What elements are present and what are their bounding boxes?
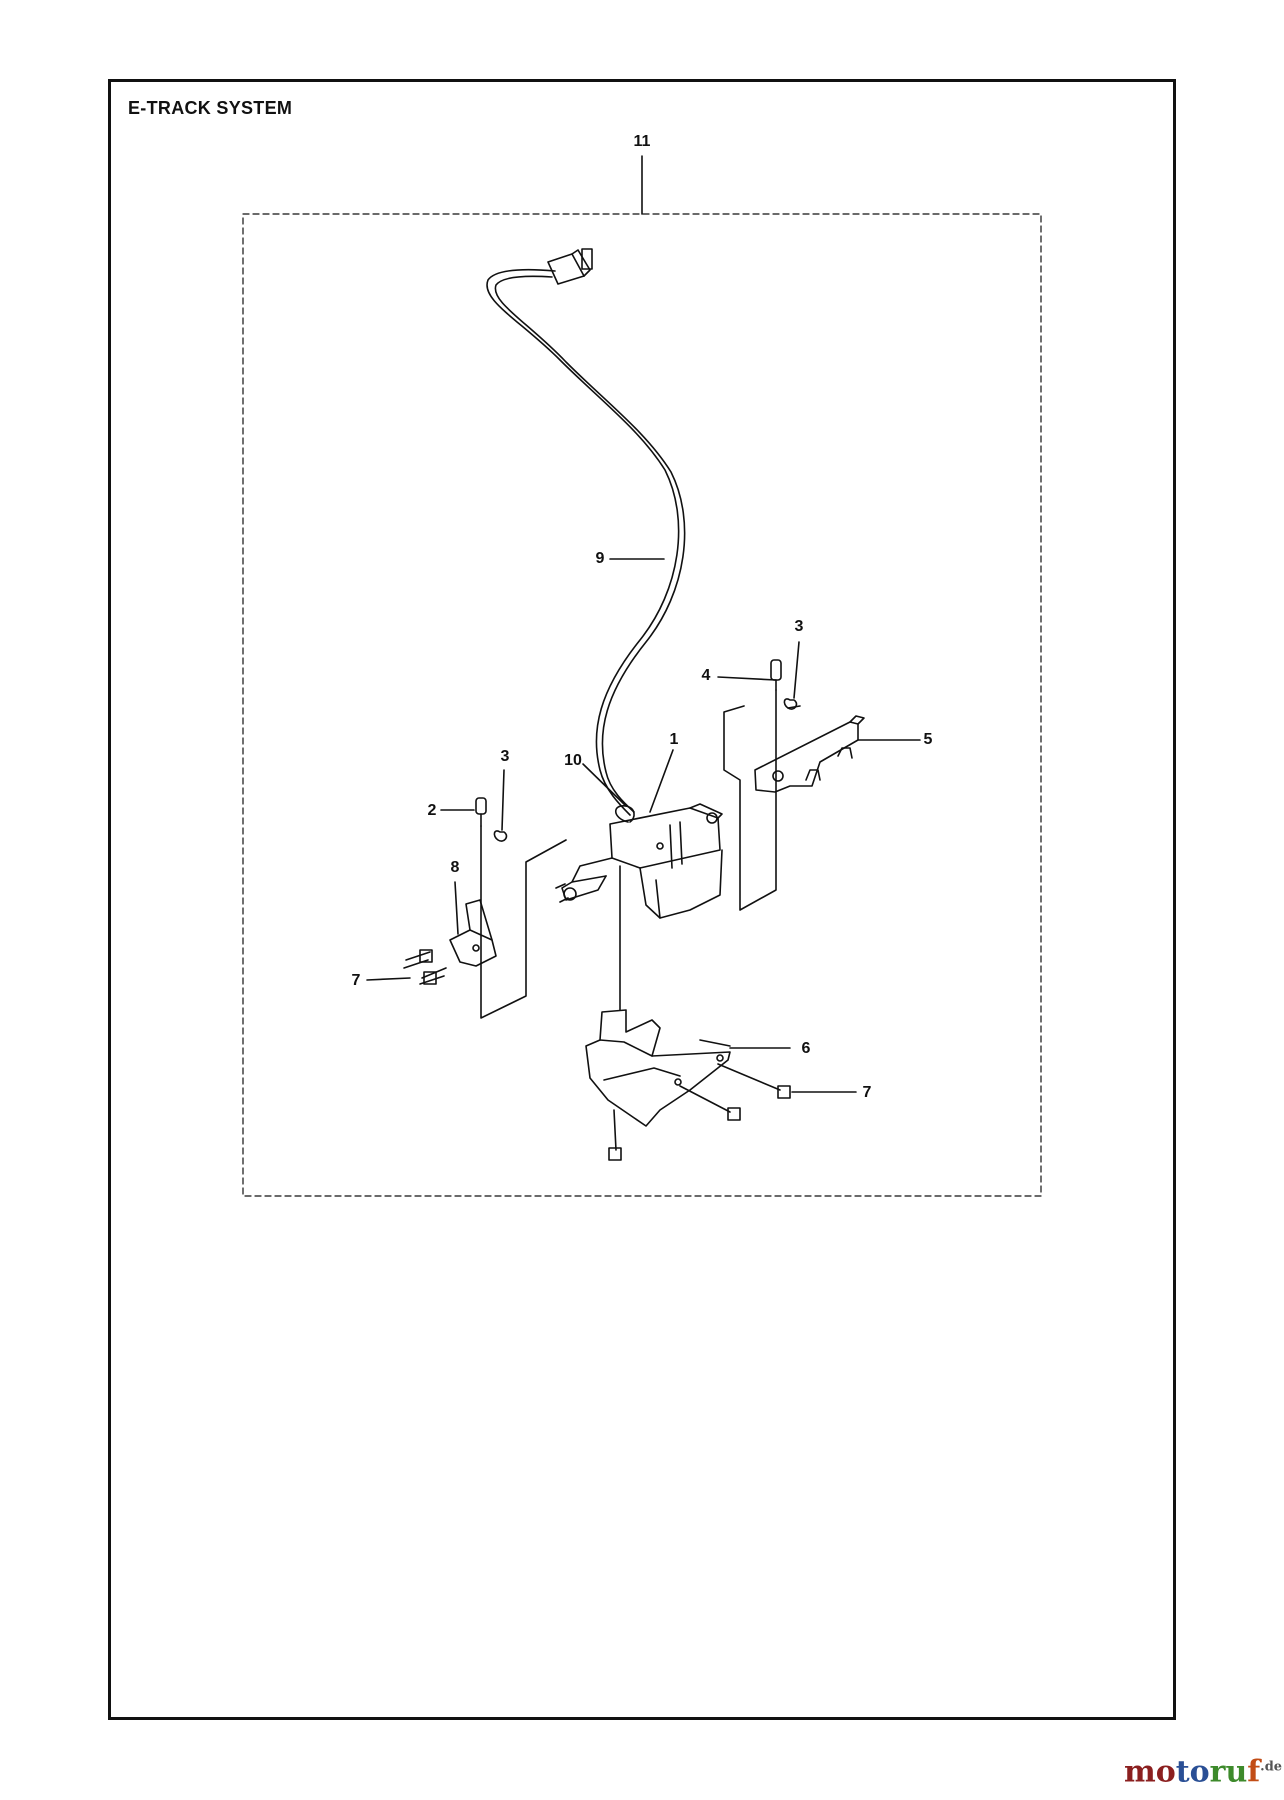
brand-part-2: to — [1175, 1754, 1210, 1790]
brand-part-4: f — [1247, 1754, 1261, 1790]
linear-actuator — [555, 803, 723, 919]
leader-7-left — [366, 977, 411, 981]
leader-10 — [582, 763, 627, 807]
brand-part-3: ru — [1209, 1754, 1248, 1790]
leader-3-right — [793, 641, 800, 699]
leader-4 — [717, 676, 777, 681]
callout-2: 2 — [427, 802, 437, 819]
right-mounting-bracket — [754, 715, 865, 793]
left-alignment-line — [480, 825, 567, 1019]
leader-3-left — [501, 769, 505, 831]
brand-suffix: .de — [1260, 1759, 1283, 1775]
callout-3-right: 3 — [794, 618, 804, 635]
cable-harness — [486, 248, 686, 816]
leader-1 — [649, 749, 674, 813]
callout-3-left: 3 — [500, 748, 510, 765]
right-pin — [770, 659, 782, 691]
callout-6: 6 — [801, 1040, 811, 1057]
left-pin — [475, 797, 487, 827]
right-clip — [783, 698, 801, 710]
callout-11: 11 — [633, 133, 651, 150]
left-mounting-bracket — [449, 899, 497, 967]
diagram-title: E-TRACK SYSTEM — [128, 98, 293, 118]
callout-5: 5 — [923, 731, 933, 748]
assembly-boundary — [242, 213, 1042, 1197]
drawing-frame — [108, 79, 1176, 1720]
callout-4: 4 — [701, 667, 711, 684]
callout-8: 8 — [450, 859, 460, 876]
brand-part-1: mo — [1124, 1754, 1176, 1790]
lower-bracket-edge — [699, 1039, 731, 1047]
left-clip — [493, 830, 508, 842]
callout-7-right: 7 — [862, 1084, 872, 1101]
pin-alignment-line — [723, 689, 777, 911]
lower-support-bracket — [585, 1009, 731, 1127]
leader-8 — [454, 881, 459, 935]
left-bolts — [403, 949, 447, 985]
callout-1: 1 — [669, 731, 679, 748]
brand-logo: motoruf.de — [1124, 1755, 1282, 1790]
lower-bolts — [608, 1063, 791, 1161]
callout-10: 10 — [564, 752, 582, 769]
callout-7-left: 7 — [351, 972, 361, 989]
callout-9: 9 — [595, 550, 605, 567]
